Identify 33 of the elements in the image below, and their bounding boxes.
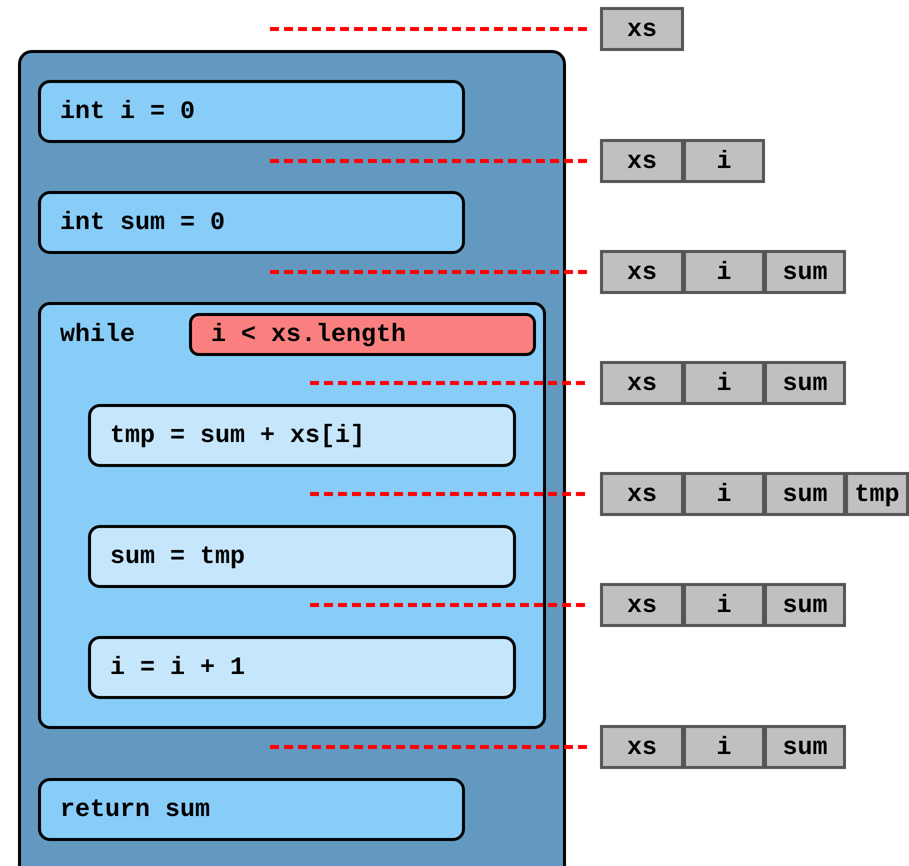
variable-slot: sum xyxy=(764,361,846,405)
variable-slot: tmp xyxy=(845,472,909,516)
variable-slot: sum xyxy=(764,583,846,627)
leader-line xyxy=(270,159,590,163)
variable-slot: xs xyxy=(600,725,684,769)
variable-slot: xs xyxy=(600,583,684,627)
statement-box: int sum = 0 xyxy=(38,191,465,254)
variable-slot: xs xyxy=(600,472,684,516)
variable-slot: sum xyxy=(764,472,846,516)
variable-slot: sum xyxy=(764,250,846,294)
leader-line xyxy=(270,745,590,749)
statement-box: tmp = sum + xs[i] xyxy=(88,404,516,467)
leader-line xyxy=(270,27,590,31)
variable-slot: xs xyxy=(600,361,684,405)
variable-slot: i xyxy=(683,361,765,405)
statement-box: sum = tmp xyxy=(88,525,516,588)
loop-keyword: while xyxy=(60,320,136,349)
variable-slot: sum xyxy=(764,725,846,769)
leader-line xyxy=(270,270,590,274)
statement-box: i = i + 1 xyxy=(88,636,516,699)
variable-slot: i xyxy=(683,472,765,516)
loop-box xyxy=(38,302,546,729)
variable-slot: i xyxy=(683,583,765,627)
condition-box: i < xs.length xyxy=(189,313,536,356)
variable-slot: xs xyxy=(600,250,684,294)
variable-slot: xs xyxy=(600,139,684,183)
variable-slot: i xyxy=(683,725,765,769)
variable-slot: xs xyxy=(600,7,684,51)
statement-box: int i = 0 xyxy=(38,80,465,143)
statement-box: return sum xyxy=(38,778,465,841)
variable-slot: i xyxy=(683,250,765,294)
method-body-panel xyxy=(18,50,566,866)
variable-slot: i xyxy=(683,139,765,183)
